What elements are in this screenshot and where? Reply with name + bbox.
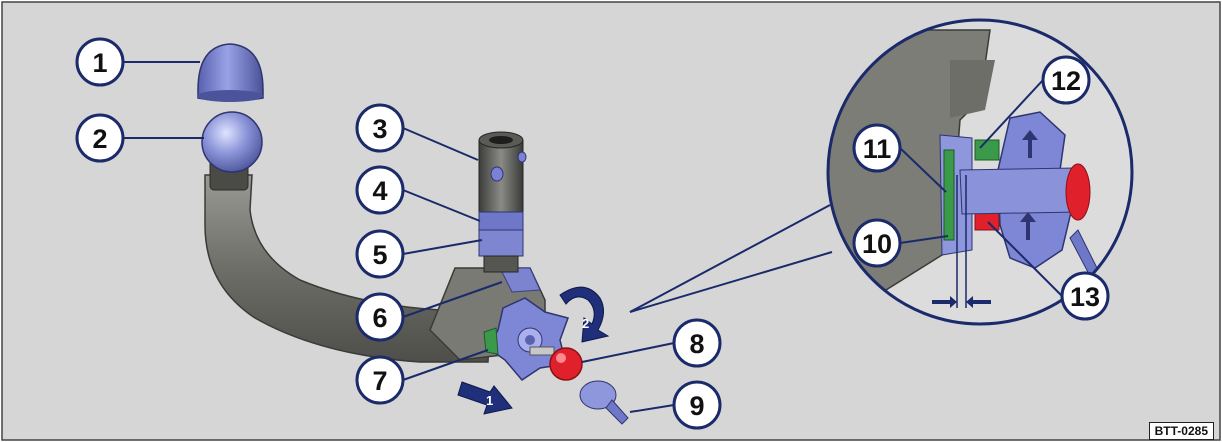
callout-2-label: 2: [92, 124, 107, 154]
callout-4: 4: [355, 165, 405, 215]
callout-8-label: 8: [689, 329, 704, 359]
callout-13-label: 13: [1070, 282, 1100, 312]
key-cap: [579, 380, 629, 425]
callout-11: 11: [852, 123, 902, 173]
pull-arrow-1: 1: [457, 381, 513, 415]
zoom-cone-line: [629, 204, 831, 313]
callout-2: 2: [75, 113, 125, 163]
callout-12: 12: [1041, 55, 1091, 105]
callout-9: 9: [672, 380, 722, 430]
callout-1: 1: [75, 37, 125, 87]
callout-1-label: 1: [92, 48, 107, 78]
zoom-cone-line: [629, 251, 833, 313]
ball-cap: [197, 43, 264, 102]
mounting-post: [478, 131, 527, 273]
lock-key: [529, 346, 583, 381]
callout-10: 10: [852, 218, 902, 268]
rotation-arrow-2: 2: [559, 286, 610, 343]
callout-6-label: 6: [372, 303, 387, 333]
figure-code-label: BTT-0285: [1148, 422, 1214, 440]
callout-7-label: 7: [372, 366, 387, 396]
callout-6: 6: [355, 292, 405, 342]
callout-5: 5: [355, 229, 405, 279]
rotation-arrow-2-label: 2: [582, 316, 589, 331]
callout-9-label: 9: [689, 391, 704, 421]
hand-wheel: [483, 297, 569, 381]
callout-3: 3: [355, 103, 405, 153]
tow-ball: [201, 111, 263, 173]
callout-3-label: 3: [372, 114, 387, 144]
callout-4-label: 4: [372, 176, 387, 206]
callout-8: 8: [672, 318, 722, 368]
callout-12-label: 12: [1051, 66, 1081, 96]
callout-7: 7: [355, 355, 405, 405]
callout-5-label: 5: [372, 240, 387, 270]
callout-10-label: 10: [862, 229, 892, 259]
callout-13: 13: [1060, 271, 1110, 321]
callout-11-label: 11: [863, 134, 892, 164]
leader-lines: [124, 61, 1063, 413]
pull-arrow-1-label: 1: [486, 393, 493, 408]
